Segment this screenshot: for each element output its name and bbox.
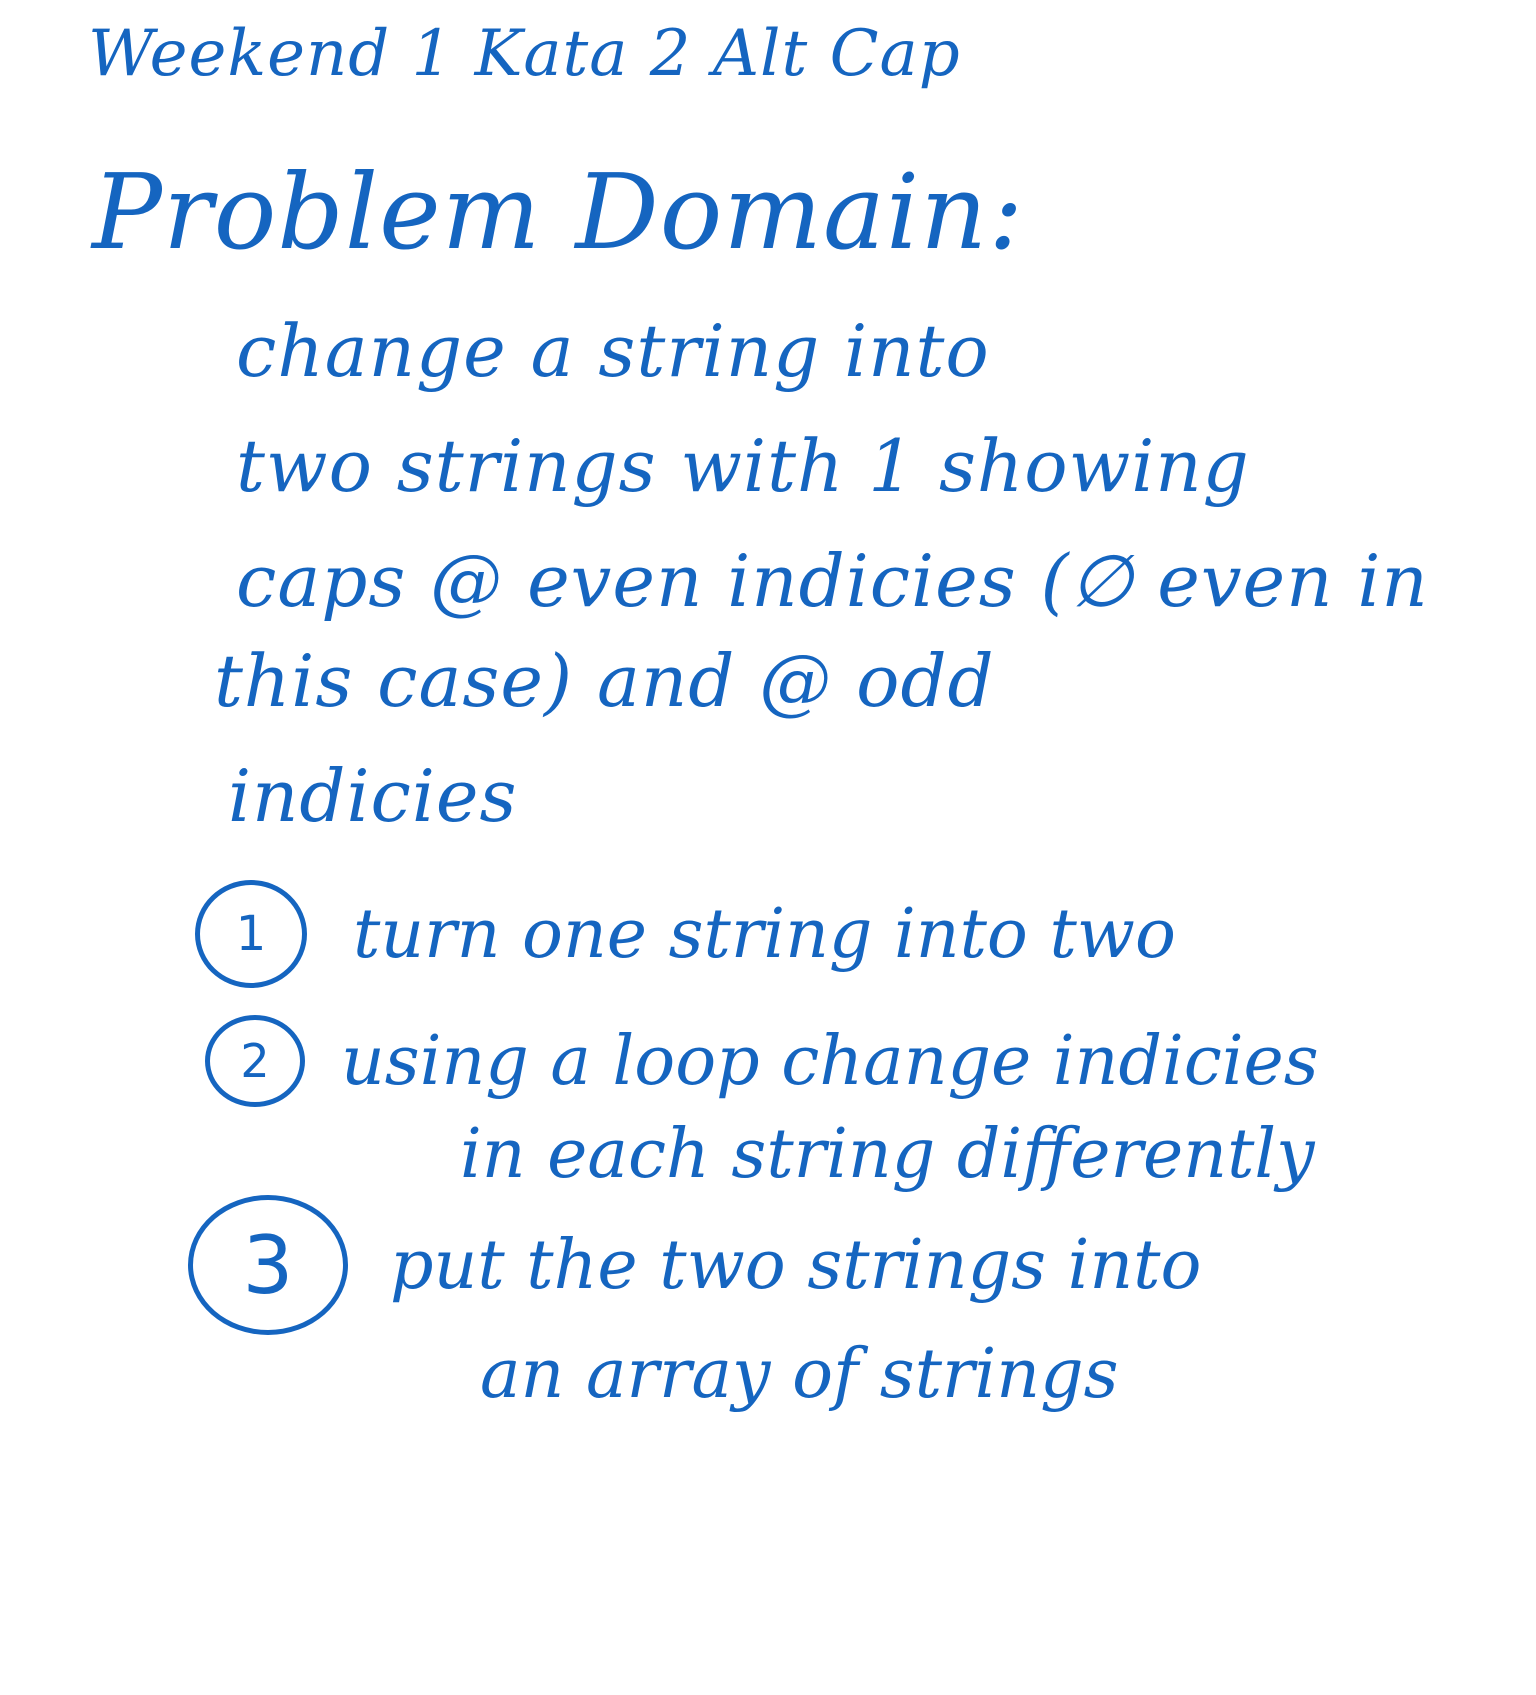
step-text: put the two strings into	[390, 1225, 1202, 1305]
description-line-4: this case) and @ odd	[214, 639, 995, 723]
description-line-3: caps @ even indicies (∅ even in	[236, 539, 1429, 623]
step-number-circle: 2	[205, 1015, 305, 1107]
step-number-circle: 3	[188, 1195, 348, 1335]
step-number-circle: 1	[195, 880, 307, 988]
description-line-5: indicies	[228, 754, 518, 838]
description-line-2: two strings with 1 showing	[236, 424, 1250, 508]
step-3-continuation: an array of strings	[480, 1335, 1119, 1414]
step-text: using a loop change indicies	[341, 1021, 1319, 1101]
page-title: Weekend 1 Kata 2 Alt Cap	[88, 17, 961, 91]
problem-domain-heading: Problem Domain:	[92, 151, 1025, 273]
description-line-1: change a string into	[236, 309, 990, 393]
step-2: 2 using a loop change indicies	[205, 1015, 1319, 1107]
step-2-continuation: in each string differently	[460, 1115, 1315, 1194]
step-text: turn one string into two	[353, 894, 1176, 974]
step-1: 1 turn one string into two	[195, 880, 1176, 988]
step-3: 3 put the two strings into	[188, 1195, 1201, 1335]
